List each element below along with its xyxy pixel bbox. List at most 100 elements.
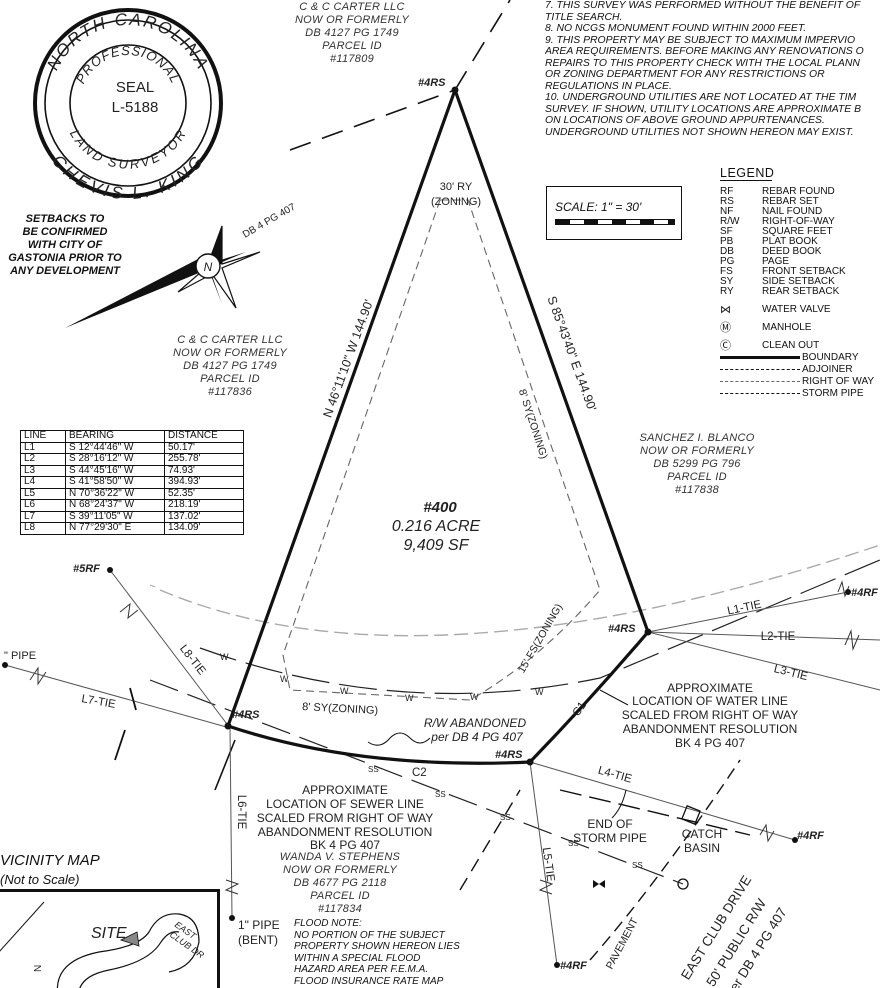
setbacks-note: SETBACKS TO BE CONFIRMED WITH CITY OF GA… — [8, 213, 122, 277]
vicinity-map-subtitle: (Not to Scale) — [0, 872, 80, 887]
water-valve-icon: ⋈ — [720, 303, 731, 316]
north-arrow-icon — [65, 258, 206, 328]
seal-center-2: L-5188 — [112, 99, 159, 116]
monument-right-label: #4RS — [608, 623, 636, 635]
sewer-marker: SS — [435, 790, 446, 799]
svg-text:ABANDONMENT RESOLUTION: ABANDONMENT RESOLUTION — [258, 825, 432, 839]
water-line — [199, 559, 880, 695]
tie-label-l5: L5-TIE — [540, 847, 557, 883]
rw-leader — [367, 732, 431, 746]
break-symbol — [844, 629, 860, 651]
catch-basin-2: BASIN — [684, 841, 720, 855]
side-setback-right: 8' SY(ZONING) — [516, 388, 550, 461]
break-symbol — [119, 602, 139, 620]
storm-pipe-2 — [559, 789, 751, 836]
rear-setback-1: 30' RY — [440, 181, 473, 193]
front-setback: 15' FS(ZONING) — [516, 602, 565, 675]
tie-label-l3: L3-TIE — [773, 663, 810, 683]
manhole-icon: Ⓜ — [720, 322, 731, 334]
monument-top — [451, 86, 459, 94]
adjoiner-line-top — [289, 89, 456, 151]
svg-text:SCALED FROM RIGHT OF WAY: SCALED FROM RIGHT OF WAY — [622, 708, 798, 722]
monument-rf-left — [107, 567, 113, 573]
pipe-bottom-marker — [229, 915, 235, 921]
tie-label-l7: L7-TIE — [80, 693, 116, 711]
note-line: REGULATIONS IN PLACE. — [545, 80, 672, 92]
note-line: UNDERGROUND UTILITIES NOT SHOWN HEREON M… — [545, 126, 854, 138]
vicinity-map: SITE EAST CLUB DR N — [0, 889, 220, 988]
monument-rf-left-label: #5RF — [73, 563, 100, 575]
monument-bottom — [526, 758, 534, 766]
water-line-note: APPROXIMATE LOCATION OF WATER LINE SCALE… — [622, 681, 798, 750]
tie-line-l5 — [529, 761, 558, 966]
sewer-marker: SS — [500, 813, 511, 822]
water-marker: W — [535, 687, 544, 697]
svg-text:ABANDONMENT RESOLUTION: ABANDONMENT RESOLUTION — [623, 722, 797, 736]
scale-label: SCALE: 1" = 30' — [555, 200, 642, 214]
note-line: AREA REQUIREMENTS. BEFORE MAKING ANY REN… — [545, 46, 864, 57]
break-symbol — [538, 879, 554, 895]
scale-box: SCALE: 1" = 30' — [546, 186, 682, 240]
note-line: 7. THIS SURVEY WAS PERFORMED WITHOUT THE… — [545, 0, 861, 11]
tie-label-l1: L1-TIE — [726, 599, 763, 618]
tie-label-l8: L8-TIE — [177, 643, 208, 678]
pipe-left-marker — [2, 662, 8, 668]
monument-rf-right-label: #4RF — [851, 587, 878, 599]
note-line: 10. UNDERGROUND UTILITIES ARE NOT LOCATE… — [545, 92, 857, 103]
water-leader — [599, 689, 629, 706]
break-symbol — [224, 879, 240, 895]
svg-text:APPROXIMATE: APPROXIMATE — [667, 681, 753, 695]
tie-label-l2: L2-TIE — [761, 631, 796, 643]
sewer-marker: SS — [568, 839, 579, 848]
note-line: SURVEY. IF SHOWN, UTILITY LOCATIONS ARE … — [545, 103, 862, 115]
monument-right — [644, 628, 652, 636]
tie-line-l3 — [647, 631, 880, 691]
pavement-edge — [589, 759, 741, 961]
pavement-label: PAVEMENT — [604, 915, 641, 971]
rw-abandoned-2: per DB 4 PG 407 — [430, 730, 524, 744]
seal-top-text: NORTH CAROLINA — [43, 10, 213, 74]
water-marker: W — [280, 674, 289, 684]
end-storm-2: STORM PIPE — [573, 831, 647, 845]
svg-text:LOCATION OF WATER LINE: LOCATION OF WATER LINE — [632, 694, 788, 708]
svg-text:BK 4 PG 407: BK 4 PG 407 — [675, 736, 745, 750]
monument-rf-right — [845, 589, 851, 595]
clean-out-icon: Ⓒ — [720, 340, 731, 352]
lot-number: #400 — [423, 499, 457, 516]
surveyor-seal: NORTH CAROLINA CHEVIS L. KING PROFESSION… — [33, 8, 223, 203]
bearing-right: S 85°43'40" E 144.90' — [544, 294, 599, 413]
survey-notes: 7. THIS SURVEY WAS PERFORMED WITHOUT THE… — [545, 0, 880, 138]
note-line: 8. NO NCGS MONUMENT FOUND WITHIN 2000 FE… — [545, 23, 807, 34]
line-table-header: LINE — [20, 430, 66, 443]
site-marker-icon — [119, 931, 140, 947]
pipe-bottom-1: 1" PIPE — [238, 918, 280, 932]
svg-text:APPROXIMATE: APPROXIMATE — [302, 783, 388, 797]
break-symbol — [759, 823, 775, 843]
monument-top-label: #4RS — [418, 77, 446, 89]
seal-center-1: SEAL — [116, 79, 154, 96]
line-table-header: BEARING — [65, 430, 165, 443]
end-storm-1: END OF — [587, 817, 632, 831]
lot-sf: 9,409 SF — [404, 537, 470, 554]
line-table-header: DISTANCE — [164, 430, 244, 443]
water-valve-icon — [593, 880, 605, 888]
tie-line-l4 — [529, 761, 796, 841]
vicinity-map-title: VICINITY MAP — [0, 852, 100, 869]
sewer-marker: SS — [632, 861, 643, 870]
